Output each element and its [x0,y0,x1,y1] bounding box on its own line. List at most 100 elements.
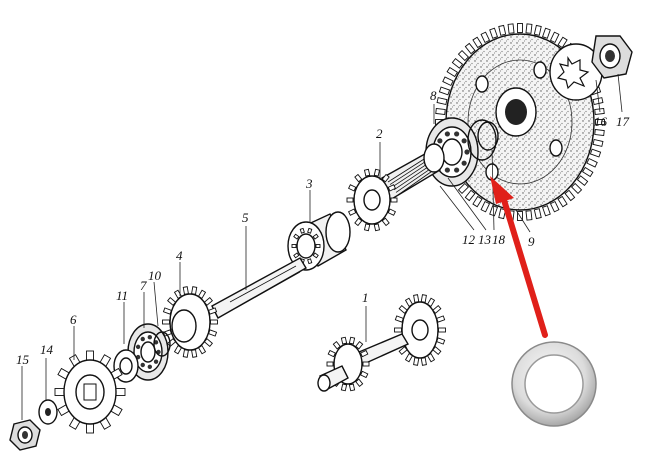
label-3: 3 [305,176,313,191]
gear-tooth [355,341,364,350]
gear-tooth [457,49,470,62]
label-9: 9 [528,234,535,249]
gear-tooth [381,217,390,227]
label-7: 7 [140,278,147,293]
label-13: 13 [478,232,492,247]
gear-tooth [498,208,507,220]
gear-tooth [326,361,334,367]
gear-tooth [472,36,483,49]
label-15: 15 [16,352,30,367]
nut-17 [591,35,633,79]
washer-14 [38,399,58,425]
gear-tooth [592,138,604,147]
gear-tooth [182,349,189,358]
label-6: 6 [70,312,77,327]
gear-tooth [312,233,319,240]
gear-tooth [191,286,198,295]
gear-tooth [594,129,605,137]
gear-tooth [436,315,446,323]
gear-tooth [549,31,560,44]
bearing-ball [153,340,159,345]
gear-tooth [442,76,454,87]
gear-tooth [576,175,589,187]
gear-tooth [394,327,402,333]
gear-tooth [210,319,218,325]
gear-tooth [436,337,446,345]
bearing-ball [147,364,153,369]
sprocket-6 [54,350,126,434]
gear-tooth [533,208,542,220]
gear-tooth [472,195,483,208]
gear-tooth [332,341,341,350]
gear-tooth [557,36,568,49]
bearing-ball [444,131,450,137]
gear-tooth [557,195,568,208]
label-12: 12 [462,232,476,247]
gear-tooth [387,208,396,216]
gear-tooth [435,107,446,115]
gear-tooth [480,31,491,44]
gear-tooth [363,223,371,232]
label-17: 17 [616,114,630,129]
gear-tooth [373,168,381,177]
gear-tooth [517,23,523,33]
gear-tooth [446,66,459,78]
label-1: 1 [362,290,369,305]
ring-10 [153,331,171,357]
gear-tooth [581,166,594,178]
gear-tooth [348,383,356,392]
gear-tooth [525,210,533,221]
countershaft-1 [317,294,446,392]
splined-shaft-2 [346,143,445,232]
gear-tooth [413,357,420,366]
bearing-ball [153,359,159,364]
label-8: 8 [430,88,437,103]
gear-tooth [589,148,602,158]
gear-tooth [420,357,427,366]
gear-tooth [549,200,560,213]
gear-tooth [525,23,533,34]
bearing-ball [444,167,450,173]
gear-tooth [390,197,398,203]
label-18: 18 [492,232,506,247]
gear-tooth [191,349,198,358]
gear-tooth [162,319,170,325]
gear-tooth [457,182,470,195]
label-16: 16 [594,114,608,129]
bearing-ball [461,160,467,166]
bearing-ball [140,336,145,342]
bearing-ball [147,335,153,340]
gear-tooth [348,336,356,345]
gear-tooth [162,307,172,315]
gear-tooth [348,184,357,192]
gear-tooth [346,197,354,203]
bearing-ball [437,138,443,144]
gear-tooth [436,97,448,106]
gear-tooth [315,244,321,248]
gear-tooth [293,233,300,240]
gear-tooth [438,86,451,96]
gear-tooth [564,189,576,202]
gear-tooth [498,24,507,36]
bearing-ball [454,131,460,137]
gear-tooth [360,370,369,379]
gear-tooth [307,227,313,234]
gear-tooth [327,349,336,358]
gear-tooth [312,252,319,259]
gear-tooth [373,223,381,232]
gear-tooth [489,27,498,39]
gear-tooth [542,205,551,217]
label-2: 2 [376,126,383,141]
gear-tooth [570,182,583,195]
gear-tooth [387,184,396,192]
gear-tooth [355,378,364,387]
gear-tooth [595,119,605,125]
gear-4 [162,286,218,358]
spacer-rings-12-13-18 [467,119,499,161]
bearing-ball [454,167,460,173]
gear-tooth [291,244,297,248]
gear-tooth [340,336,348,345]
nut-15 [9,419,41,451]
gear-tooth [594,107,605,115]
gear-tooth [420,294,427,303]
